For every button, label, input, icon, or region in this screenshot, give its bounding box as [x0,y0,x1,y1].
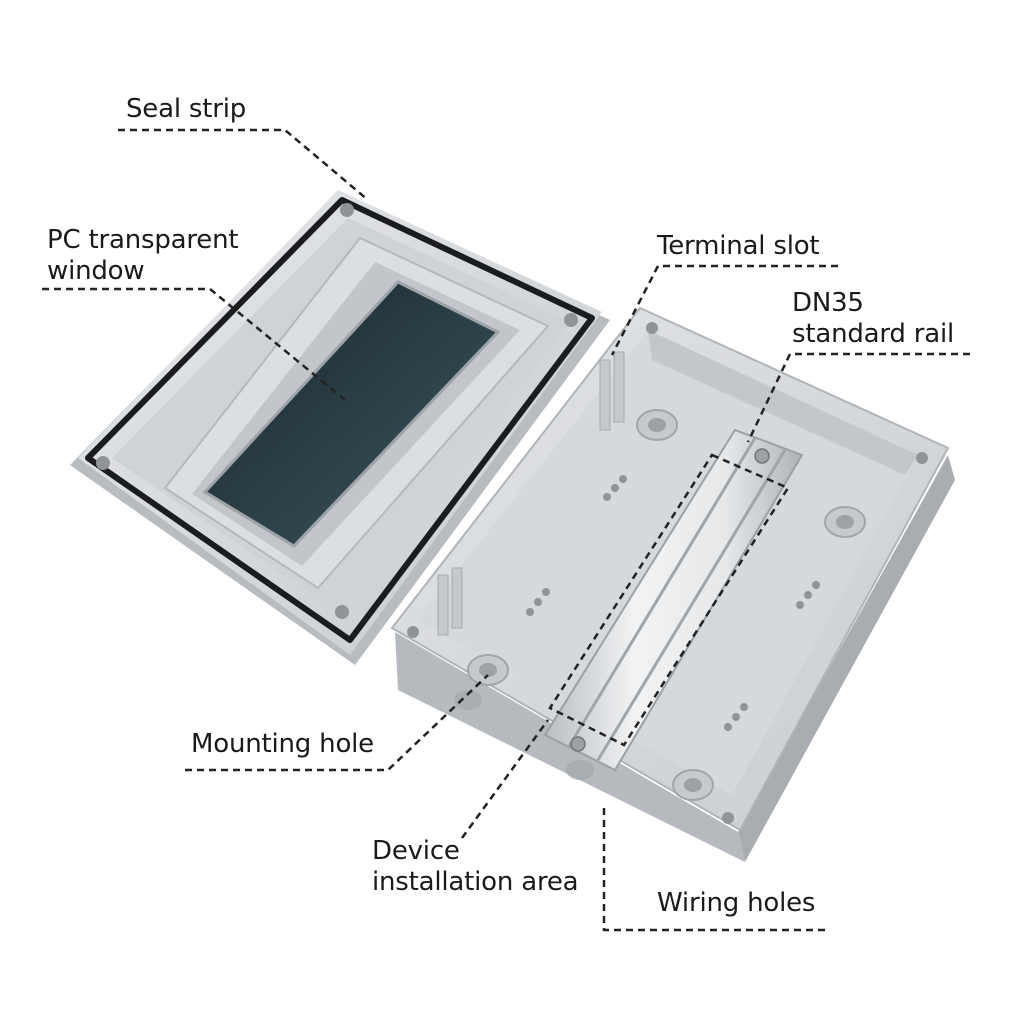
callout-seal-strip-text: Seal strip [126,94,247,124]
base-screw-hole-icon [646,322,658,334]
din-rail [543,428,804,772]
terminal-slot-rib [451,567,463,629]
leader-wiring-holes [602,808,825,932]
wiring-hole-icon [566,760,594,780]
rail-screw-icon [570,736,586,752]
leader-seal-strip [118,128,369,201]
mounting-hole-icon [467,654,509,686]
callout-terminal-slot-text: Terminal slot [657,231,820,261]
leader-din-rail [746,352,970,443]
callout-pc-window-line2: window [47,256,145,286]
callout-seal-strip: Seal strip [126,94,246,125]
callout-device-area-line2: installation area [372,867,579,897]
callout-din-rail-line1: DN35 [792,288,864,318]
terminal-slot-rib [613,351,625,423]
terminal-slot-rib [599,359,611,431]
leader-lines [42,128,970,932]
base-side-wall [738,455,955,862]
callout-din-rail-line2: standard rail [792,319,955,349]
enclosure-lid [70,190,610,665]
leader-mounting-hole [185,674,489,772]
pc-transparent-window-glass [202,280,501,548]
din-rail-edge [566,437,757,749]
mounting-hole-icon [824,506,866,538]
callout-device-area-line1: Device [372,836,460,866]
callout-pc-window: PC transparent window [47,225,239,287]
mounting-hole-icon [672,769,714,801]
din-rail-edge [596,449,787,761]
lid-screw-hole-icon [340,203,354,217]
base-inner-wall-shade [648,330,918,475]
callout-mounting-hole: Mounting hole [191,729,374,760]
lid-screw-hole-icon [335,605,349,619]
seal-strip-gasket [85,197,595,643]
wiring-hole-icon [454,690,482,710]
terminal-slot-rib [437,574,449,636]
callout-device-area: Device installation area [372,836,579,898]
base-screw-hole-icon [722,812,734,824]
callout-wiring-holes-text: Wiring holes [657,888,816,918]
leader-terminal-slot [610,264,838,356]
callout-din-rail: DN35 standard rail [792,288,954,350]
rail-screw-icon [754,448,770,464]
device-installation-area-outline [548,453,790,747]
callout-wiring-holes: Wiring holes [657,888,815,919]
fixing-holes-icon [526,475,820,731]
leader-device-area [460,719,550,839]
base-screw-hole-icon [407,626,419,638]
mounting-hole-icon [636,409,678,441]
callout-pc-window-line1: PC transparent [47,225,239,255]
callout-terminal-slot: Terminal slot [657,231,820,262]
lid-screw-hole-icon [564,313,578,327]
leader-pc-window [42,287,346,401]
base-screw-hole-icon [916,452,928,464]
lid-screw-hole-icon [96,456,110,470]
callout-mounting-hole-text: Mounting hole [191,729,374,759]
enclosure-base [390,306,955,862]
